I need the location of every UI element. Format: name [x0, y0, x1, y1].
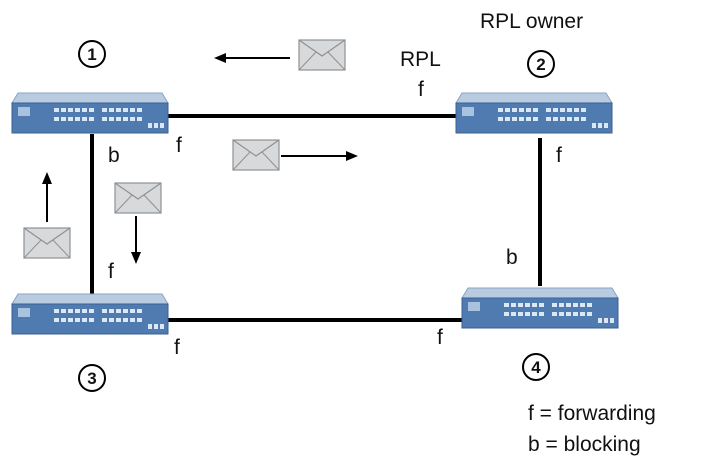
message-top-envelope-icon: [214, 39, 346, 71]
switch-3: [11, 293, 169, 335]
svg-text:2: 2: [536, 55, 545, 74]
port-state-sw4-left: f: [437, 326, 443, 349]
message-left-down-envelope-icon: [114, 182, 162, 264]
switch-2: [455, 92, 613, 134]
svg-text:3: 3: [87, 369, 96, 388]
node-badge-3: 3: [78, 364, 106, 392]
rpl-label: RPL: [400, 48, 441, 71]
rpl-owner-label: RPL owner: [480, 10, 583, 33]
message-middle-envelope-icon: [232, 139, 358, 171]
node-badge-4: 4: [522, 353, 550, 381]
switch-1: [11, 92, 169, 134]
port-state-sw1-bottom: b: [108, 144, 120, 167]
port-state-sw3-top: f: [108, 260, 114, 283]
node-badge-1: 1: [78, 40, 106, 68]
legend-blocking: b = blocking: [528, 433, 641, 456]
message-left-up-envelope-icon: [23, 172, 71, 259]
port-state-sw2-left: f: [418, 78, 424, 101]
port-state-sw1-right: f: [176, 134, 182, 157]
port-state-sw4-top: b: [506, 246, 518, 269]
svg-text:1: 1: [87, 45, 96, 64]
port-state-sw3-right: f: [174, 336, 180, 359]
switch-4: [461, 287, 619, 329]
node-badge-2: 2: [527, 50, 555, 78]
port-state-sw2-bottom: f: [556, 144, 562, 167]
svg-text:4: 4: [531, 358, 541, 377]
legend-forwarding: f = forwarding: [528, 402, 656, 425]
